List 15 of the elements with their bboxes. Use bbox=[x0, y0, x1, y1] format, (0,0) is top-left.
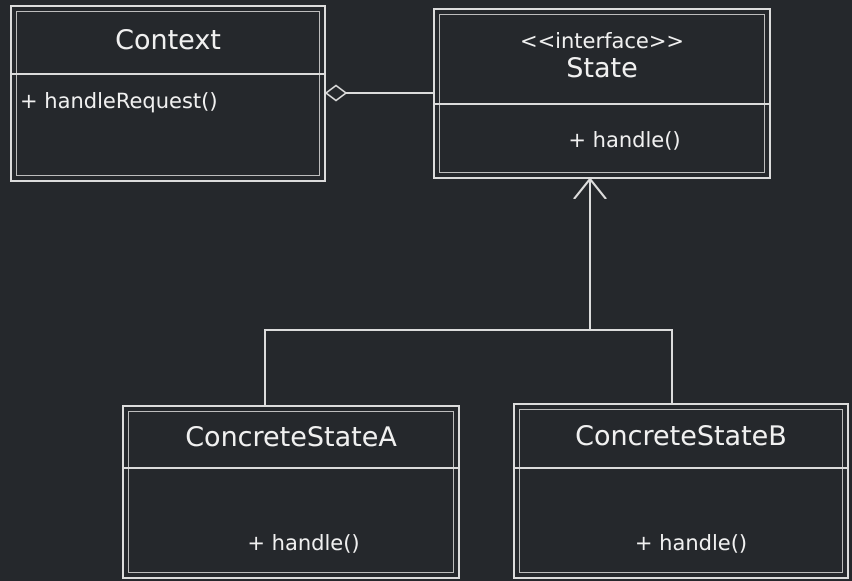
class-box bbox=[433, 8, 771, 179]
class-name: State bbox=[566, 53, 638, 84]
method-label: + handle() bbox=[568, 128, 681, 152]
aggregation-connector bbox=[325, 84, 433, 102]
class-box bbox=[10, 5, 326, 182]
inheritance-arrow bbox=[573, 178, 673, 403]
method-label: + handle() bbox=[634, 531, 748, 555]
class-box bbox=[122, 405, 460, 579]
class-box bbox=[513, 403, 849, 579]
method-label: + handleRequest() bbox=[20, 89, 218, 113]
class-name: ConcreteStateA bbox=[185, 422, 397, 452]
class-name: ConcreteStateB bbox=[575, 420, 787, 452]
stereotype-label: <<interface>> bbox=[520, 29, 684, 53]
class-name: Context bbox=[115, 24, 221, 56]
method-label: + handle() bbox=[247, 531, 360, 555]
